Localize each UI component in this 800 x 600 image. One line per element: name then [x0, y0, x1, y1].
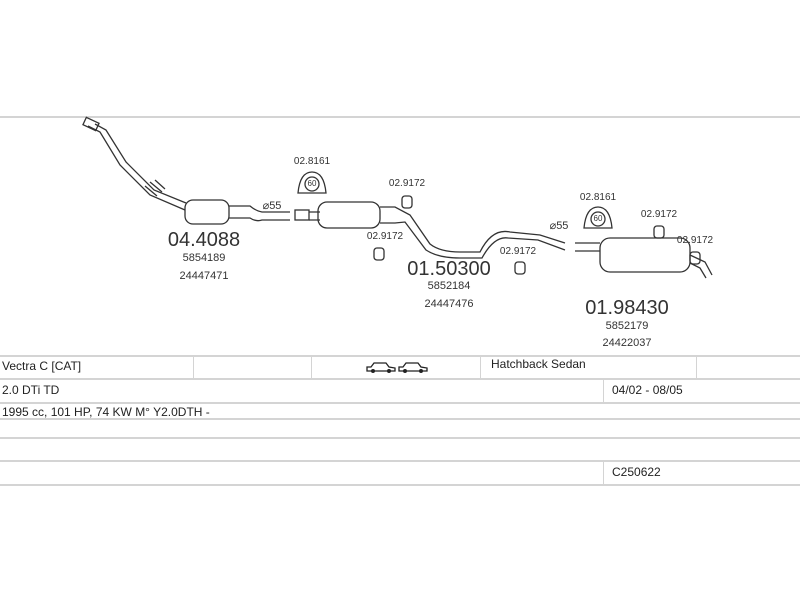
- hanger-part-number[interactable]: 02.9172: [640, 209, 678, 220]
- catalog-code: C250622: [612, 465, 661, 479]
- catalyst: [184, 199, 230, 225]
- part-number[interactable]: 01.98430: [585, 297, 669, 319]
- exhaust-system-drawing: [82, 116, 713, 279]
- oem-number: 24447476: [424, 298, 474, 310]
- part-number[interactable]: 01.50300: [407, 258, 491, 280]
- divider: [0, 402, 800, 404]
- oem-number: 5852179: [605, 320, 649, 332]
- clamp-part-number[interactable]: 02.8161: [293, 156, 331, 167]
- hanger-icon: [514, 261, 526, 275]
- divider: [0, 418, 800, 420]
- engine: 2.0 DTi TD: [2, 383, 60, 397]
- divider: [193, 357, 194, 378]
- divider: [0, 378, 800, 380]
- divider: [0, 116, 800, 118]
- divider: [0, 460, 800, 462]
- engine-specs: 1995 cc, 101 HP, 74 KW M° Y2.0DTH -: [2, 405, 210, 419]
- clamp-icon: [297, 171, 327, 194]
- oem-number: 24422037: [602, 337, 652, 349]
- oem-number: 5854189: [182, 252, 226, 264]
- hanger-part-number[interactable]: 02.9172: [366, 231, 404, 242]
- divider: [603, 380, 604, 402]
- front-pipe: [87, 125, 186, 211]
- divider: [603, 462, 604, 484]
- clamp-size: 60: [307, 179, 317, 188]
- divider: [696, 357, 697, 378]
- clamp-icon: [583, 206, 613, 229]
- part-number[interactable]: 04.4088: [167, 229, 241, 251]
- body-type: Hatchback Sedan: [491, 357, 586, 371]
- flex-joint: [144, 179, 166, 197]
- hanger-part-number[interactable]: 02.9172: [388, 178, 426, 189]
- clamp-size: 60: [593, 214, 603, 223]
- hanger-part-number[interactable]: 02.9172: [676, 235, 714, 246]
- diameter-label: ⌀55: [262, 200, 282, 212]
- diameter-label: ⌀55: [549, 220, 569, 232]
- divider: [0, 355, 800, 357]
- middle-silencer: [317, 201, 381, 229]
- divider: [311, 357, 312, 378]
- clamp-part-number[interactable]: 02.8161: [579, 192, 617, 203]
- oem-number: 24447471: [179, 270, 229, 282]
- divider: [0, 437, 800, 439]
- car-body-icon: [366, 362, 428, 373]
- hanger-icon: [689, 251, 701, 265]
- production-years: 04/02 - 08/05: [612, 383, 683, 397]
- hanger-part-number[interactable]: 02.9172: [499, 246, 537, 257]
- hanger-icon: [373, 247, 385, 261]
- oem-number: 5852184: [427, 280, 471, 292]
- hanger-icon: [401, 195, 413, 209]
- divider: [0, 484, 800, 486]
- divider: [480, 357, 481, 378]
- vehicle-model: Vectra C [CAT]: [2, 359, 82, 373]
- hanger-icon: [653, 225, 665, 239]
